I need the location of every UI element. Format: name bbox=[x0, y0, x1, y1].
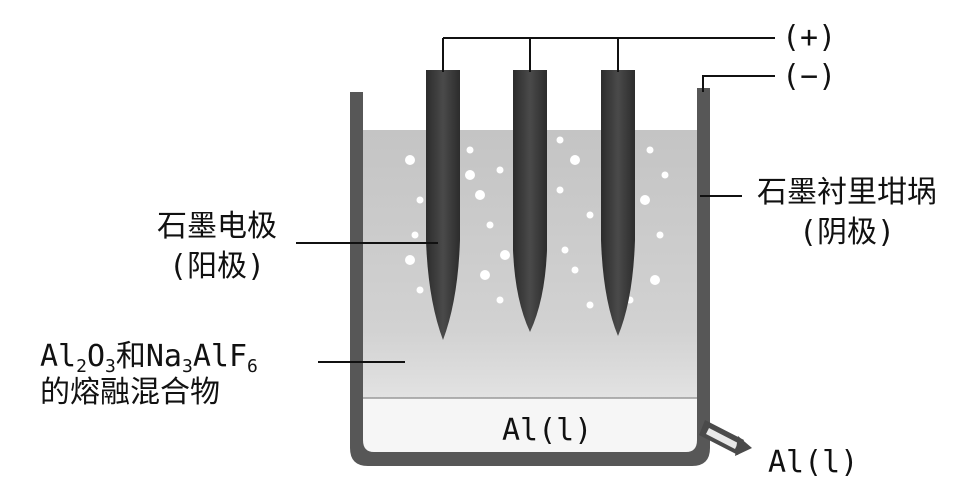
gas-bubble bbox=[571, 266, 579, 274]
gas-bubble bbox=[586, 211, 594, 219]
anode-rod-1 bbox=[426, 70, 460, 340]
cathode-label-line1: 石墨衬里坩埚 bbox=[757, 175, 937, 210]
anode-label: 石墨电极 (阳极) bbox=[132, 210, 302, 284]
anode-label-line2: (阳极) bbox=[168, 249, 266, 284]
gas-bubble bbox=[656, 231, 664, 239]
positive-terminal-label: (+) bbox=[782, 20, 837, 55]
negative-terminal-label: (−) bbox=[782, 59, 837, 94]
aluminium-outlet-pipe bbox=[699, 420, 752, 456]
gas-bubble bbox=[556, 136, 564, 144]
gas-bubble bbox=[405, 255, 415, 265]
anode-rod-2 bbox=[513, 70, 547, 332]
gas-bubble bbox=[586, 301, 594, 309]
gas-bubble bbox=[496, 166, 504, 174]
cathode-label-line2: (阴极) bbox=[798, 215, 896, 250]
gas-bubble bbox=[486, 221, 494, 229]
anode-rod-3 bbox=[601, 70, 635, 336]
circuit-wires bbox=[442, 37, 775, 92]
gas-bubble bbox=[500, 250, 510, 260]
gas-bubble bbox=[561, 246, 569, 254]
molten-al-outlet-label: Al(l) bbox=[768, 445, 859, 480]
gas-bubble bbox=[570, 155, 580, 165]
gas-bubble bbox=[405, 155, 415, 165]
gas-bubble bbox=[411, 231, 419, 239]
gas-bubbles bbox=[405, 136, 669, 309]
gas-bubble bbox=[475, 190, 485, 200]
gas-bubble bbox=[556, 186, 564, 194]
molten-aluminium-layer bbox=[363, 398, 697, 452]
electrolyte-formula: Al2O3和Na3AlF6 bbox=[40, 339, 258, 377]
cathode-label: 石墨衬里坩埚 (阴极) bbox=[742, 176, 952, 250]
electrolyte-label: Al2O3和Na3AlF6 的熔融混合物 bbox=[40, 340, 258, 410]
gas-bubble bbox=[416, 196, 424, 204]
gas-bubble bbox=[416, 286, 424, 294]
gas-bubble bbox=[465, 170, 475, 180]
leader-lines bbox=[296, 195, 742, 363]
gas-bubble bbox=[466, 146, 474, 154]
gas-bubble bbox=[646, 146, 654, 154]
graphite-anodes bbox=[426, 70, 635, 340]
gas-bubble bbox=[661, 171, 669, 179]
gas-bubble bbox=[496, 296, 504, 304]
anode-label-line1: 石墨电极 bbox=[157, 209, 277, 244]
gas-bubble bbox=[650, 275, 660, 285]
gas-bubble bbox=[640, 195, 650, 205]
molten-al-inside-label: Al(l) bbox=[502, 413, 593, 448]
gas-bubble bbox=[480, 270, 490, 280]
electrolyte-label-line2: 的熔融混合物 bbox=[40, 375, 220, 410]
